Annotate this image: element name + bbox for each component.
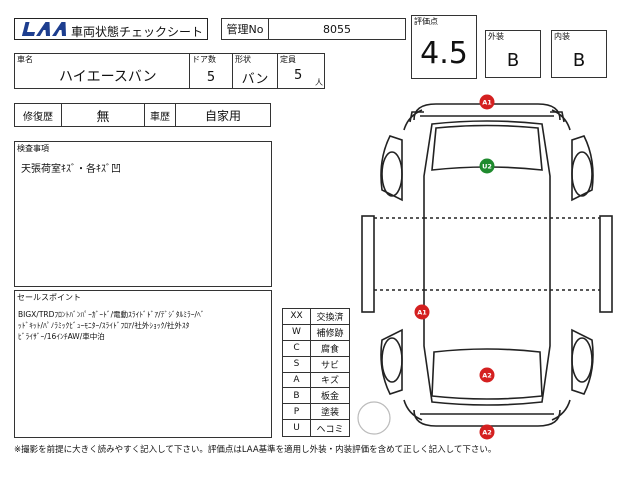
damage-marker: A2 [479, 367, 495, 383]
capacity-unit: 人 [315, 78, 323, 87]
damage-marker-dot [479, 367, 495, 383]
damage-marker-code: A1 [482, 99, 492, 107]
legend-code: XX [283, 309, 311, 324]
usage-history-value: 自家用 [175, 103, 271, 127]
legend-meaning: サビ [320, 360, 339, 371]
damage-marker-dot [479, 94, 495, 110]
doors-box: ドア数 5 [189, 53, 233, 89]
mgmt-no-value: 8055 [268, 18, 406, 40]
exterior-grade-box: 外装 B [485, 30, 541, 78]
van-outline [361, 103, 613, 427]
selling-points-box: セールスポイント BIGX/TRDﾌﾛﾝﾄﾊﾞﾝﾊﾟｰｶﾞｰﾄﾞ/電動ｽﾗｲﾄﾞ… [14, 290, 272, 438]
selling-points-line-3: ﾋﾞﾗｲｻﾞｰ/16ｲﾝﾁAW/車中泊 [18, 332, 105, 341]
laa-logo-icon [22, 22, 67, 36]
legend-code: S [283, 356, 311, 372]
selling-points-line-1: BIGX/TRDﾌﾛﾝﾄﾊﾞﾝﾊﾟｰｶﾞｰﾄﾞ/電動ｽﾗｲﾄﾞﾄﾞｱ/ﾃﾞｼﾞﾀ… [18, 310, 205, 319]
legend-meaning: 交換済 [316, 312, 344, 323]
damage-marker: U2 [479, 158, 495, 174]
selling-points-label: セールスポイント [17, 293, 81, 302]
legend-code: P [283, 404, 311, 420]
damage-marker-code: A2 [482, 372, 492, 380]
capacity-box: 定員 5 人 [277, 53, 325, 89]
car-name-value: ハイエースバン [59, 69, 157, 85]
repair-history-label: 修復歴 [14, 103, 62, 127]
inspection-label: 検査事項 [17, 144, 49, 153]
damage-marker-code: A1 [417, 309, 427, 317]
legend-code: W [283, 324, 311, 340]
legend-meaning: 腐食 [320, 344, 339, 355]
score-label: 評価点 [414, 17, 438, 26]
exterior-grade-label: 外装 [488, 32, 504, 41]
legend-meaning: キズ [320, 376, 339, 387]
damage-marker-code: U2 [482, 163, 492, 171]
legend-code: B [283, 388, 311, 404]
damage-legend-table: XX 交換済 W 補修跡 C 腐食 S サビ A キズ B 板金 P 塗装 U ヘコミ [282, 308, 350, 437]
sheet-header: 車両状態チェックシート [14, 18, 208, 40]
usage-history-label: 車歴 [144, 103, 176, 127]
body-type-value: バン [241, 71, 269, 87]
interior-grade-box: 内装 B [551, 30, 607, 78]
repair-history-value: 無 [61, 103, 145, 127]
legend-meaning: 補修跡 [316, 328, 344, 339]
legend-row: A キズ [283, 372, 349, 389]
legend-meaning: 板金 [320, 392, 339, 403]
legend-code: A [283, 372, 311, 388]
legend-code: U [283, 420, 311, 436]
damage-marker-code: A2 [482, 429, 492, 437]
legend-row: U ヘコミ [283, 420, 349, 436]
car-name-box: 車名 ハイエースバン [14, 53, 190, 89]
capacity-value: 5 [294, 68, 303, 83]
interior-grade-label: 内装 [554, 32, 570, 41]
mgmt-no-label: 管理No [221, 18, 269, 40]
damage-marker: A2 [479, 424, 495, 440]
inspection-box: 検査事項 天張荷室ｷｽﾞ・各ｷｽﾞ凹 [14, 141, 272, 287]
score-value: 4.5 [420, 35, 468, 71]
legend-code: C [283, 340, 311, 356]
damage-marker-dot [479, 424, 495, 440]
legend-row: B 板金 [283, 388, 349, 405]
interior-grade-value: B [572, 49, 586, 71]
damage-marker-dot [479, 158, 495, 174]
damage-marker: A1 [414, 304, 430, 320]
selling-points-line-2: ｯﾄﾞｷｯﾄ/ﾊﾟﾉﾗﾐｯｸﾋﾞｭｰﾓﾆﾀｰ/ｽﾗｲﾄﾞﾌﾛｱ/社外ｼｮｯｸ/社… [18, 321, 190, 330]
exterior-grade-value: B [506, 49, 520, 71]
body-type-box: 形状 バン [232, 53, 278, 89]
legend-row: C 腐食 [283, 340, 349, 357]
laa-logo [19, 20, 71, 38]
legend-row: W 補修跡 [283, 324, 349, 341]
footer-note: ※撮影を前提に大きく読みやすく記入して下さい。評価点はLAA基準を適用し外装・内… [14, 445, 497, 455]
body-type-label: 形状 [235, 55, 251, 64]
spare-tire-icon [357, 401, 391, 435]
legend-row: S サビ [283, 356, 349, 373]
damage-marker-dot [414, 304, 430, 320]
car-name-label: 車名 [17, 55, 33, 64]
score-box: 評価点 4.5 [411, 15, 477, 79]
sheet-title: 車両状態チェックシート [71, 25, 204, 39]
doors-value: 5 [206, 69, 216, 85]
legend-row: P 塗装 [283, 404, 349, 421]
inspection-text: 天張荷室ｷｽﾞ・各ｷｽﾞ凹 [21, 164, 121, 175]
legend-meaning: 塗装 [320, 408, 339, 419]
doors-label: ドア数 [192, 55, 216, 64]
legend-meaning: ヘコミ [316, 424, 344, 435]
legend-row: XX 交換済 [283, 309, 349, 325]
capacity-label: 定員 [280, 55, 296, 64]
damage-marker: A1 [479, 94, 495, 110]
